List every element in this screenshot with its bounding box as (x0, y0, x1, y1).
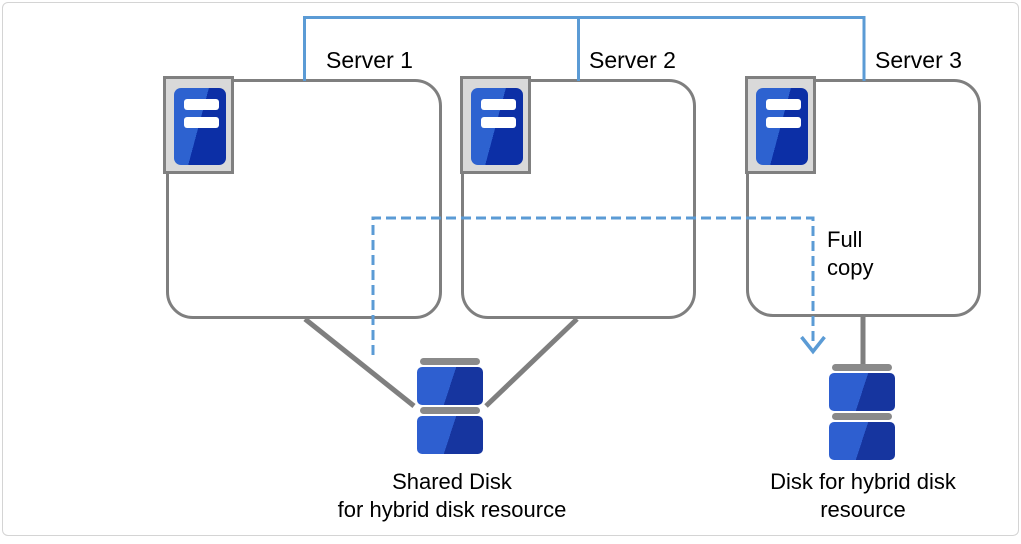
server1-shared-disk-line (303, 317, 416, 408)
server-3-label: Server 3 (875, 47, 962, 73)
server-slot-icon (184, 99, 219, 110)
shared-disk-label-line2: for hybrid disk resource (337, 497, 567, 522)
server-icon (460, 76, 531, 174)
server-icon (163, 76, 234, 174)
server-icon (745, 76, 816, 174)
server-slot-icon (481, 117, 516, 128)
hybrid-disk-label-line1: Disk for hybrid disk (770, 469, 956, 494)
shared-disk-icon (417, 358, 483, 456)
server-icon-face (471, 88, 523, 165)
disk-cap (832, 364, 892, 371)
server-2-label: Server 2 (589, 47, 676, 73)
disk-cap (832, 413, 892, 420)
shared-disk-label: Shared Disk for hybrid disk resource (302, 468, 602, 524)
arrow-down-icon (800, 335, 826, 355)
disk-body (417, 367, 483, 405)
disk-body (829, 373, 895, 411)
server-slot-icon (184, 117, 219, 128)
disk-body (829, 422, 895, 460)
disk-cap (420, 407, 480, 414)
full-copy-label: Full copy (827, 227, 874, 280)
server-1-label: Server 1 (326, 47, 413, 73)
server-icon-face (756, 88, 808, 165)
server-slot-icon (481, 99, 516, 110)
server2-shared-disk-line (484, 317, 579, 408)
server-icon-face (174, 88, 226, 165)
hybrid-disk-label-line2: resource (820, 497, 906, 522)
server-slot-icon (766, 117, 801, 128)
disk-body (417, 416, 483, 454)
hybrid-disk-icon (829, 364, 895, 462)
disk-cap (420, 358, 480, 365)
hybrid-disk-label: Disk for hybrid disk resource (738, 468, 988, 524)
server-slot-icon (766, 99, 801, 110)
shared-disk-label-line1: Shared Disk (392, 469, 512, 494)
